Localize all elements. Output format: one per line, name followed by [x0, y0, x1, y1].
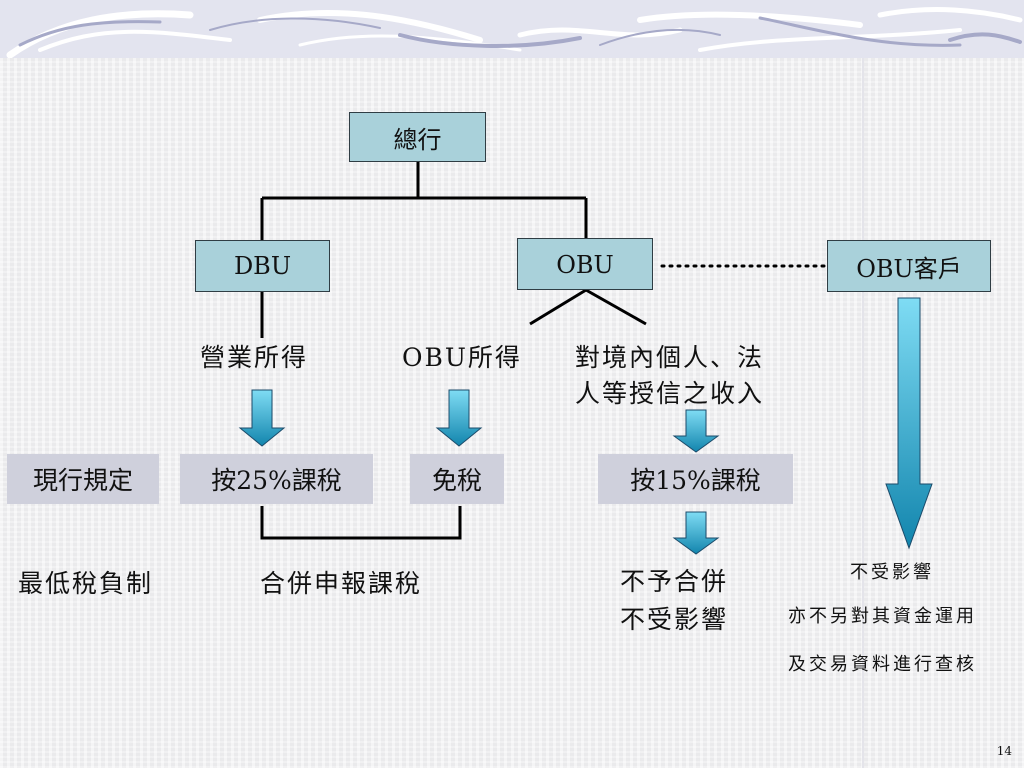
domestic-income-line1: 對境內個人、法	[575, 343, 765, 372]
arrow-down-client	[885, 297, 933, 550]
client-note-line2: 亦不另對其資金運用	[788, 606, 977, 627]
right-divider-line	[862, 58, 864, 768]
arrow-down-obu-income	[435, 389, 483, 447]
combined-filing-label: 合併申報課稅	[260, 569, 423, 598]
header-banner	[0, 0, 1024, 59]
banner-swoosh-decoration	[6, 7, 1023, 59]
no-merge-line2: 不受影響	[620, 605, 729, 634]
client-note-line3: 及交易資料進行查核	[788, 654, 977, 675]
current-rule-label: 現行規定	[7, 454, 159, 504]
business-income-label: 營業所得	[200, 343, 309, 372]
edge-obu-right	[585, 288, 647, 326]
dbu-box: DBU	[195, 240, 330, 292]
tax25-label: 按25%課稅	[180, 454, 373, 504]
obu-box: OBU	[517, 238, 653, 290]
amt-label: 最低稅負制	[18, 569, 154, 598]
tax15-label: 按15%課稅	[598, 454, 793, 504]
no-merge-line1: 不予合併	[620, 567, 729, 596]
arrow-down-business	[238, 389, 286, 447]
client-note-line1: 不受影響	[850, 562, 934, 583]
domestic-income-line2: 人等授信之收入	[575, 379, 765, 408]
edge-combine-bracket	[260, 506, 462, 540]
head-office-box: 總行	[349, 112, 486, 162]
obu-income-label: OBU所得	[402, 343, 522, 372]
tax-exempt-label: 免稅	[410, 454, 504, 504]
page-number: 14	[996, 744, 1012, 758]
arrow-down-domestic	[672, 409, 720, 453]
arrow-down-tax15	[672, 511, 720, 555]
obu-client-box: OBU客戶	[827, 240, 991, 292]
edge-obu-left	[529, 288, 587, 326]
